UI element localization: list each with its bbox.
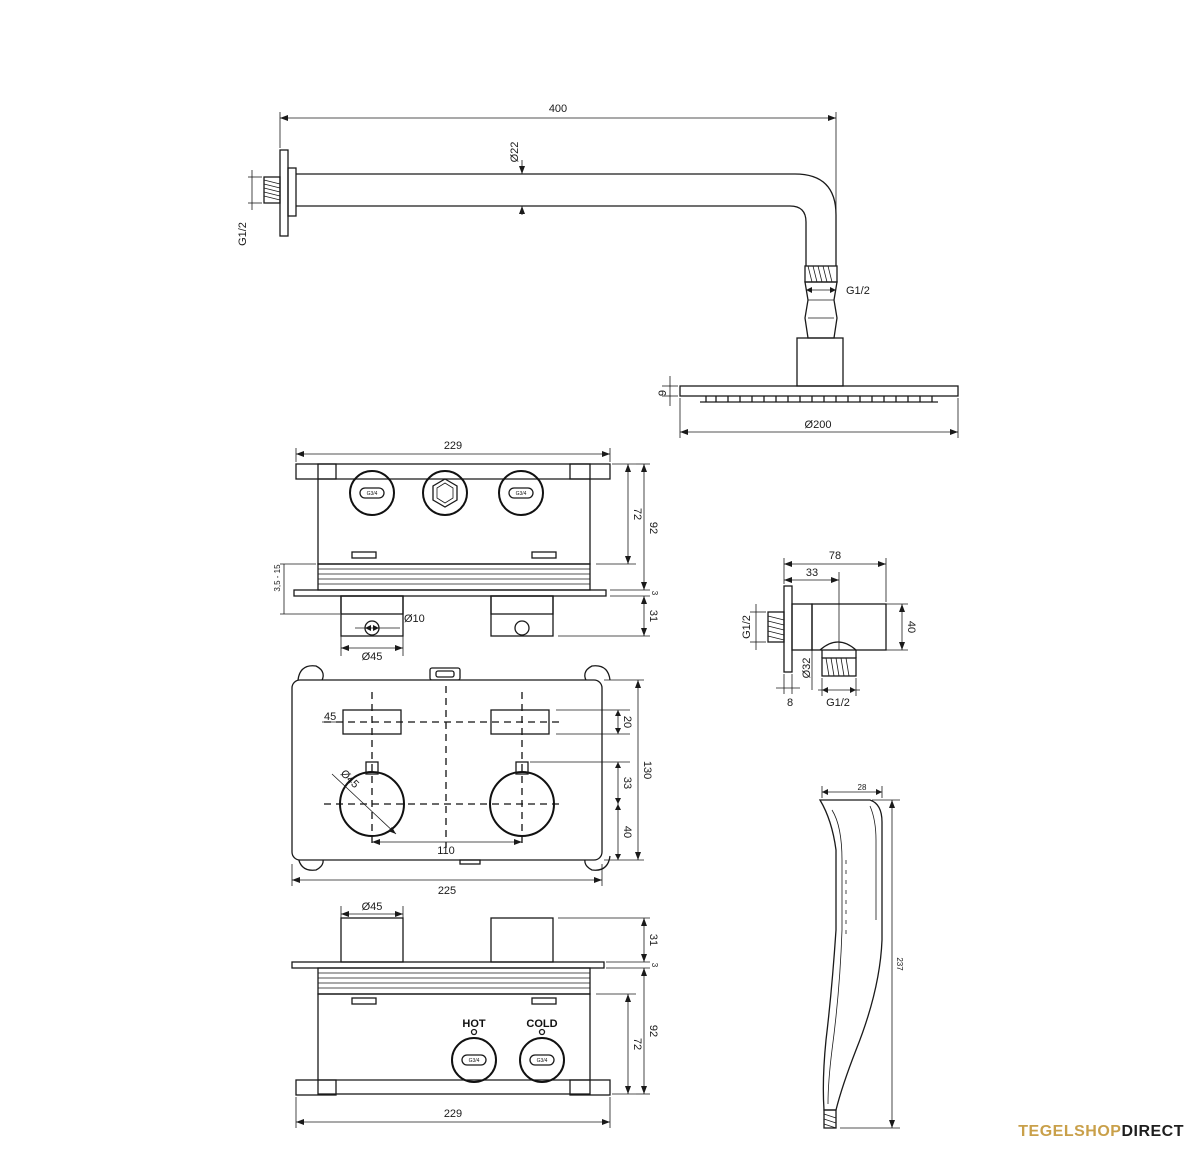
outlet-total-length-label: 78 <box>829 550 841 562</box>
valve-bottom-dimensions: Ø45 31 3 72 92 229 <box>295 901 659 1128</box>
top-port-left-label: G3/4 <box>367 491 378 497</box>
front-knob-to-button-label: 33 <box>621 777 633 789</box>
head-diameter-label: Ø200 <box>805 419 832 431</box>
top-total-depth-label: 92 <box>647 522 659 534</box>
front-knob-spacing-label: 110 <box>437 845 455 857</box>
bottom-width-label: 229 <box>444 1108 462 1120</box>
bottom-depth-label: 72 <box>631 1038 643 1050</box>
hand-shower-dimensions: 28 237 <box>821 783 904 1129</box>
wall-outlet-view <box>767 585 887 677</box>
shower-arm-drawing <box>263 149 959 403</box>
hot-label: HOT <box>462 1018 486 1030</box>
bottom-total-depth-label: 92 <box>647 1025 659 1037</box>
front-knob-to-bottom-label: 40 <box>621 826 633 838</box>
cold-label: COLD <box>526 1018 557 1030</box>
arm-wall-thread-label: G1/2 <box>237 222 249 246</box>
valve-front-dimensions: 45 20 33 40 130 110 225 Ø45 <box>291 679 653 897</box>
top-range-label: 3,5 - 15 <box>273 564 282 592</box>
outlet-thread-label: G1/2 <box>826 697 850 709</box>
bottom-port-cold-label: G3/4 <box>537 1058 548 1064</box>
hand-shower-view <box>818 799 883 1129</box>
brand-logo-part2: DIRECT <box>1121 1123 1184 1140</box>
bottom-port-hot-label: G3/4 <box>469 1058 480 1064</box>
bottom-knob-depth-label: 31 <box>647 934 659 946</box>
bottom-plate-thickness-label: 3 <box>650 963 659 968</box>
brand-logo-part1: TEGELSHOP <box>1018 1123 1122 1140</box>
top-knob-depth-label: 31 <box>647 610 659 622</box>
outlet-offset-label: 33 <box>806 567 818 579</box>
hand-length-label: 237 <box>895 957 904 971</box>
top-hole-diameter-label: Ø10 <box>404 613 425 625</box>
front-button-width-label: 45 <box>324 711 336 723</box>
arm-diameter-label: Ø22 <box>509 142 521 163</box>
brand-logo: TEGELSHOPDIRECT <box>1018 1123 1184 1141</box>
shower-arm-dimensions: 400 Ø22 G1/2 G1/2 9 Ø200 <box>237 103 959 438</box>
arm-length-label: 400 <box>549 103 567 115</box>
top-width-label: 229 <box>444 440 462 452</box>
valve-top-dimensions: 229 72 92 3 31 3,5 - 15 Ø45 Ø10 <box>273 440 659 663</box>
front-width-label: 225 <box>438 885 456 897</box>
bottom-knob-diameter-label: Ø45 <box>362 901 383 913</box>
valve-top-view: G3/4 G3/4 <box>293 463 611 637</box>
front-button-height-label: 20 <box>621 716 633 728</box>
front-height-label: 130 <box>641 761 653 779</box>
head-height-label: 9 <box>657 390 669 396</box>
top-port-right-label: G3/4 <box>516 491 527 497</box>
outlet-wall-thread-label: G1/2 <box>741 615 753 639</box>
hand-width-label: 28 <box>858 783 867 792</box>
top-knob-diameter-label: Ø45 <box>362 651 383 663</box>
outlet-diameter-label: Ø32 <box>801 658 813 679</box>
head-thread-label: G1/2 <box>846 285 870 297</box>
top-plate-thickness-label: 3 <box>650 591 659 596</box>
valve-front-view <box>291 665 611 871</box>
outlet-height-label: 40 <box>905 621 917 633</box>
wall-outlet-dimensions: 78 33 40 G1/2 8 Ø32 G1/2 <box>741 550 917 709</box>
top-depth-label: 72 <box>631 508 643 520</box>
outlet-flange-label: 8 <box>787 697 793 709</box>
valve-bottom-view: HOT COLD G3/4 G3/4 <box>291 917 611 1096</box>
